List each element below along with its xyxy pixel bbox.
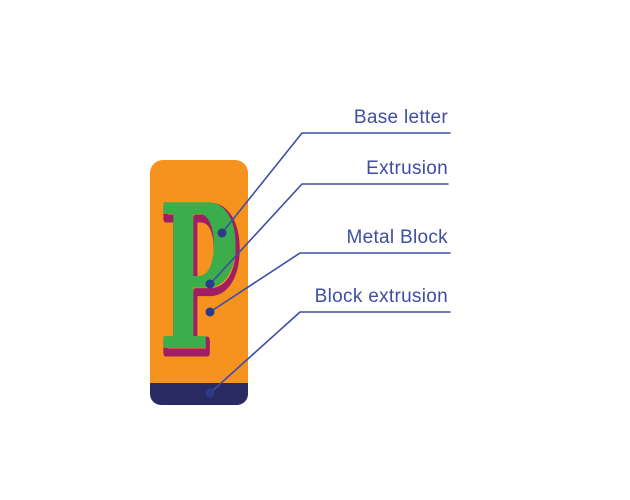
label-block-extrusion: Block extrusion: [314, 286, 448, 307]
label-extrusion: Extrusion: [366, 158, 448, 179]
label-metal-block: Metal Block: [346, 227, 448, 248]
label-base-letter: Base letter: [353, 107, 448, 128]
callout-dot-block-extrusion: [205, 388, 215, 398]
block-extrusion-shape: [150, 383, 248, 405]
callout-line-extrusion: [209, 183, 449, 285]
base-letter: P: [159, 161, 239, 396]
metal-block-shape: [150, 160, 248, 383]
letter-extrusion-glyph: P: [161, 165, 241, 400]
callout-line-block-extrusion: [209, 311, 451, 394]
callout-dot-metal-block: [205, 307, 215, 317]
letter-extrusion-shadow: P: [158, 162, 244, 403]
callout-dot-base-letter: [217, 228, 227, 238]
callout-dot-extrusion: [205, 279, 215, 289]
callout-line-base-letter: [221, 132, 451, 234]
callout-line-metal-block: [209, 252, 451, 313]
base-letter-glyph: P: [159, 161, 239, 396]
